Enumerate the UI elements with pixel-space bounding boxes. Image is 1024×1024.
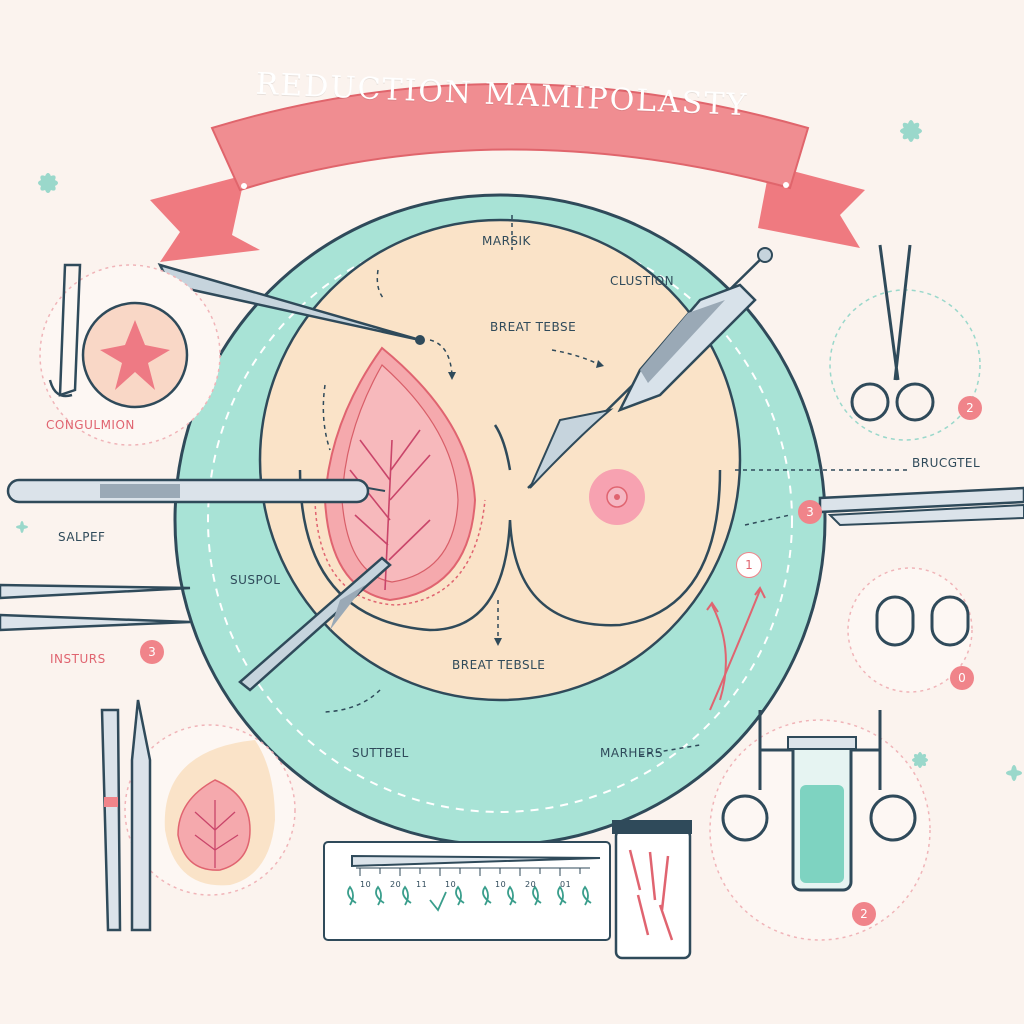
label-consulmion: CONGULMION <box>46 418 135 432</box>
step-badge: 2 <box>852 902 876 926</box>
suture-jar-icon <box>612 820 692 960</box>
arrow-icon <box>448 360 604 646</box>
ruler-tick-label: 01 <box>560 880 572 889</box>
tissue-wedge <box>314 346 486 606</box>
suture-arrow-icon <box>706 586 766 711</box>
retractor-icon <box>238 556 392 692</box>
ruler-tick-label: 10 <box>360 880 372 889</box>
sparkle-icon <box>16 120 1022 781</box>
scalpel-pen-icon <box>527 247 773 489</box>
step-badge: 3 <box>798 500 822 524</box>
label-clustion: CLUSTION <box>610 274 675 288</box>
label-marsik: MARSIK <box>482 234 531 248</box>
step-badge: 2 <box>958 396 982 420</box>
label-suspol: SUSPOL <box>230 573 281 587</box>
consultation-circle <box>39 263 221 446</box>
probe-icon <box>0 583 191 632</box>
scalpel-icon <box>6 478 386 504</box>
nipple-icon <box>589 469 645 525</box>
tissue-sample-circle <box>100 699 296 932</box>
ruler-tick-label: 10 <box>445 880 457 889</box>
step-badge: 1 <box>736 552 762 578</box>
label-marhers: MARHERS <box>600 746 663 760</box>
label-breat-tebse: BREAT TEBSE <box>490 320 577 334</box>
title-banner <box>150 83 865 262</box>
ruler-tick-label: 20 <box>390 880 402 889</box>
label-breat-tebsle: BREAT TEBSLE <box>452 658 546 672</box>
vial-icon <box>709 710 931 941</box>
ring-clamp-icon <box>847 567 973 693</box>
label-brucgtel: BRUCGTEL <box>912 456 981 470</box>
ruler-tick-label: 10 <box>495 880 507 889</box>
step-badge: 0 <box>950 666 974 690</box>
label-sutbel: SUTTBEL <box>352 746 409 760</box>
guide-lines <box>322 215 910 756</box>
step-badge: 3 <box>140 640 164 664</box>
scissors-icon <box>829 244 981 441</box>
ruler-tick-label: 20 <box>525 880 537 889</box>
label-salpef: SALPEF <box>58 530 106 544</box>
ruler-tick-label: 11 <box>416 880 428 889</box>
tweezers-icon <box>818 486 1024 527</box>
label-insturs: INSTURS <box>50 652 106 666</box>
ruler-card <box>323 841 611 941</box>
